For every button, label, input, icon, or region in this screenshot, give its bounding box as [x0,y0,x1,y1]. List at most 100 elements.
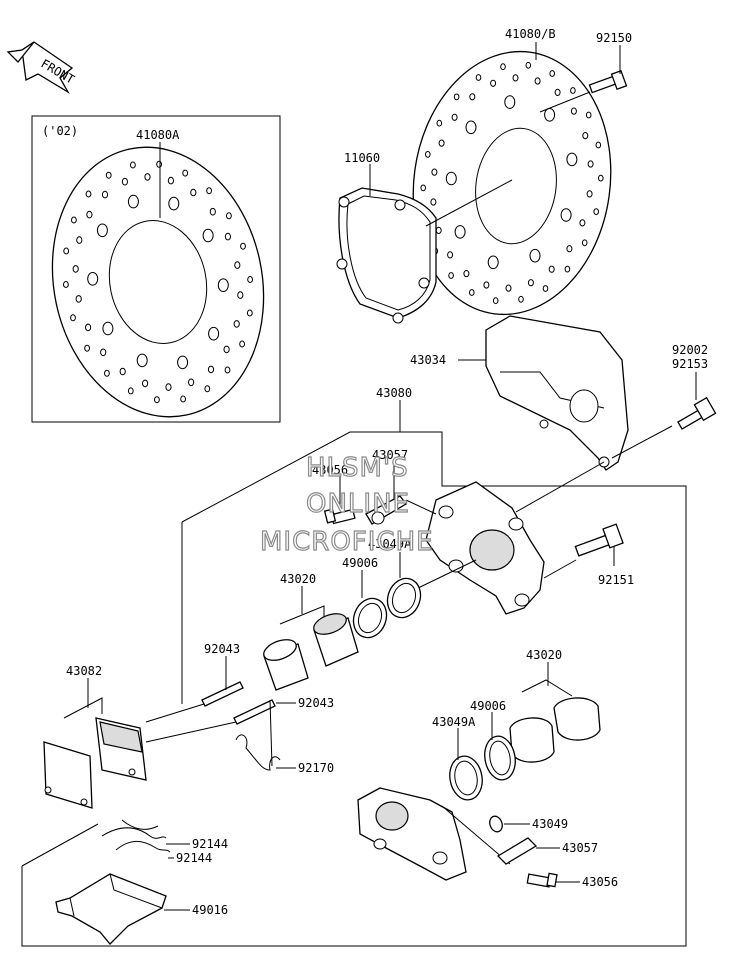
spring-92144[interactable] [101,819,171,853]
bleeder-43056-upper[interactable] [323,508,356,525]
disc-drill-hole [505,284,512,292]
disc-drill-hole [63,247,70,255]
disc-41080A[interactable] [28,127,288,436]
gasket-11060[interactable] [336,187,437,324]
disc-drill-hole [542,285,549,292]
disc-drill-hole [121,177,129,186]
caliper-body-lower[interactable] [357,787,467,881]
bolt-92153[interactable] [677,396,717,430]
disc-drill-hole [447,251,454,259]
label-43049: 43049 [532,817,568,831]
spring-92170[interactable] [235,699,281,771]
disc-drill-hole [76,236,83,244]
disc-drill-hole [425,151,431,158]
watermark-line-2: ONLINE [306,489,410,519]
seal-49006-upper[interactable] [348,594,392,643]
disc-drill-hole [420,184,427,192]
label-92043-upper: 92043 [204,642,240,656]
disc-drill-hole [75,295,82,303]
disc-drill-hole [564,265,571,273]
disc-drill-hole [105,171,112,179]
disc-drill-hole [87,272,99,286]
disc-drill-hole [579,219,586,227]
disc-drill-hole [204,385,211,393]
pin-92043-upper[interactable] [201,681,244,707]
label-43049A-upper: 43049A [368,537,412,551]
disc-drill-hole [436,119,443,127]
disc-drill-hole [246,309,253,317]
disc-drill-hole [560,208,572,222]
disc-drill-hole [206,187,213,195]
pin-92043-lower[interactable] [233,699,276,725]
assembly-box [21,431,687,947]
disc-drill-hole [119,367,126,376]
disc-drill-hole [70,314,76,322]
disc-drill-hole [136,353,148,368]
disc-drill-hole [445,171,457,186]
label-43034: 43034 [410,353,446,367]
disc-drill-hole [144,173,151,181]
disc-drill-hole [453,93,460,101]
label-43049A-lower: 43049A [432,715,476,729]
disc-drill-hole [104,369,110,377]
label-43056-lower: 43056 [582,875,618,889]
bolt-92150[interactable] [588,69,628,94]
label-43057-upper: 43057 [372,448,408,462]
seal-43049A-upper[interactable] [382,574,426,623]
cap-43057-upper[interactable] [365,495,407,525]
disc-drill-hole [226,212,232,220]
disc-drill-hole [582,132,589,140]
variant-note: ('02) [42,124,78,138]
bleeder-43056-lower[interactable] [526,872,558,888]
disc-drill-hole [490,79,497,87]
disc-drill-hole [534,77,541,85]
disc-drill-hole [595,141,602,149]
pad-43082-front[interactable] [95,717,147,781]
disc-drill-hole [237,291,244,299]
label-49016: 49016 [192,903,228,917]
front-arrow-icon: FRONT [6,41,77,94]
piston-43020-lower-a[interactable] [553,697,601,741]
disc-drill-hole [585,111,592,119]
piston-43020-upper-a[interactable] [311,610,359,667]
disc-drill-hole [512,74,519,82]
washer-43049[interactable] [488,814,505,833]
label-49006-lower: 49006 [470,699,506,713]
watermark-line-3: MICROFICHE [260,527,434,557]
seal-43049A-lower[interactable] [446,754,485,803]
disc-drill-hole [72,265,79,273]
cover-43034[interactable] [485,315,629,471]
disc-drill-hole [180,395,187,403]
cap-43057-lower[interactable] [496,837,538,865]
disc-41080B[interactable] [397,39,628,328]
disc-drill-hole [438,139,445,147]
seal-49006-lower[interactable] [481,734,518,783]
disc-drill-hole [549,70,556,77]
disc-drill-hole [469,289,475,296]
disc-drill-hole [154,396,160,404]
disc-drill-hole [102,321,114,336]
disc-drill-hole [63,281,69,288]
disc-drill-hole [224,232,231,241]
piston-43020-upper-b[interactable] [261,636,309,691]
label-92170: 92170 [298,761,334,775]
piston-43020-lower-b[interactable] [509,717,555,763]
variant-box [31,115,281,423]
disc-drill-hole [566,245,573,253]
label-43057-lower: 43057 [562,841,598,855]
caliper-holder-upper[interactable] [425,481,545,615]
disc-drill-hole [525,61,532,69]
disc-drill-hole [188,378,195,387]
disc-drill-hole [451,113,458,121]
disc-drill-hole [435,226,442,234]
pad-43082-rear[interactable] [43,741,93,809]
bolt-92151[interactable] [574,523,624,557]
label-92144-a: 92144 [192,837,228,851]
disc-drill-hole [593,208,600,216]
disc-drill-hole [431,168,438,176]
shim-49016[interactable] [55,873,167,945]
disc-drill-hole [465,120,477,135]
label-92151: 92151 [598,573,634,587]
disc-drill-hole [190,188,197,197]
